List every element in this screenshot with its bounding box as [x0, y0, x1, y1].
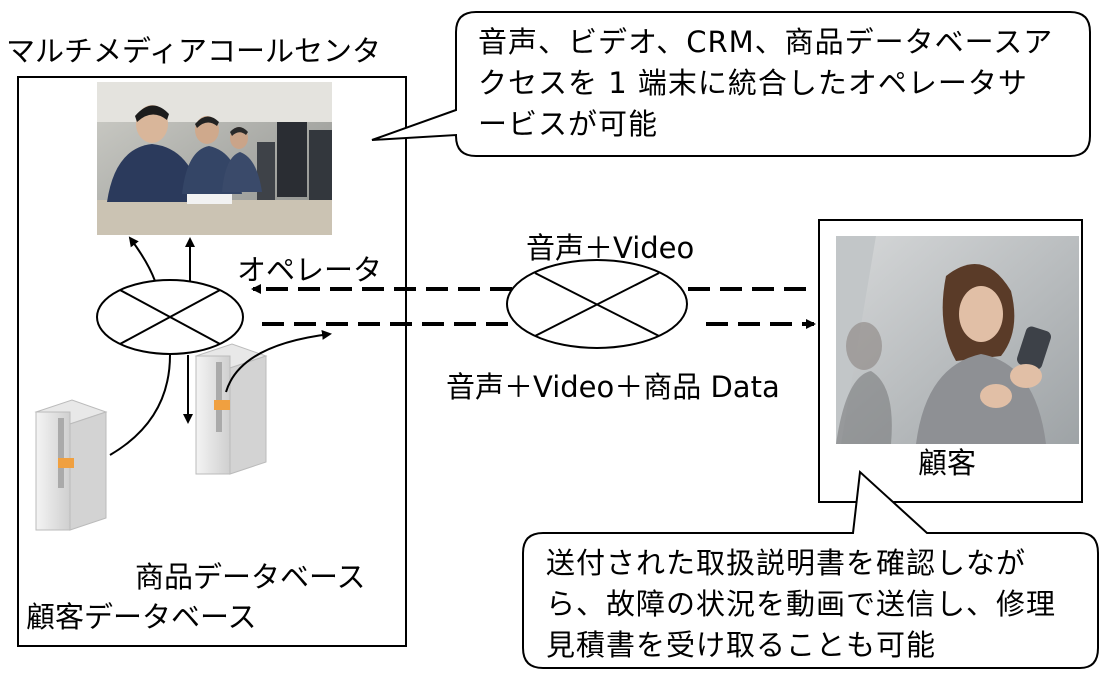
server-icon [34, 399, 108, 531]
router-center [506, 259, 688, 349]
network-top-label: 音声＋Video [526, 231, 695, 265]
callout-bottom-line: 送付された取扱説明書を確認しなが [546, 546, 1027, 580]
operators-photo [97, 82, 332, 235]
callout-top-line: 音声、ビデオ、CRM、商品データベースア [478, 25, 1054, 59]
callout-top-shape [371, 11, 1091, 157]
network-bottom-label: 音声＋Video＋商品 Data [446, 370, 780, 404]
product-db-label: 商品データベース [135, 560, 366, 594]
operator-label: オペレータ [237, 253, 383, 287]
callout-top-line: ービスが可能 [478, 107, 659, 141]
arrow-product-db-to-network [225, 330, 332, 393]
customer-label: 顧客 [918, 446, 977, 480]
customer-photo [836, 236, 1079, 444]
callout-bottom-shape [522, 469, 1099, 669]
link-router-to-customer-db [109, 354, 171, 456]
call-center-title: マルチメディアコールセンタ [6, 34, 381, 68]
callout-bottom-text: 送付された取扱説明書を確認しなが ら、故障の状況を動画で送信し、修理 見積書を受… [546, 543, 1091, 666]
server-icon [194, 343, 268, 475]
callout-bottom-line: ら、故障の状況を動画で送信し、修理 [546, 587, 1057, 621]
customer-db-label: 顧客データベース [26, 600, 257, 634]
callout-top-line: クセスを 1 端末に統合したオペレータサ [478, 66, 1028, 100]
callout-bottom-line: 見積書を受け取ることも可能 [546, 628, 937, 662]
arrow-router-to-operator-left [128, 236, 156, 282]
callout-top-text: 音声、ビデオ、CRM、商品データベースア クセスを 1 端末に統合したオペレータ… [478, 22, 1078, 145]
call-center-box [17, 76, 407, 647]
router-left [96, 279, 244, 355]
